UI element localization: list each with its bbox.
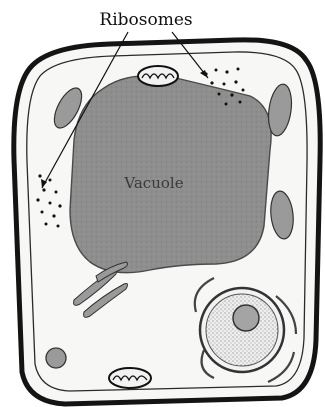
ribosomes-label: Ribosomes (99, 10, 192, 30)
mitochondrion-top (138, 66, 178, 86)
nucleolus (233, 305, 259, 331)
nucleus (200, 288, 284, 372)
vesicle (46, 348, 66, 368)
mitochondrion-bottom (109, 368, 151, 388)
vacuole-label: Vacuole (123, 174, 183, 192)
